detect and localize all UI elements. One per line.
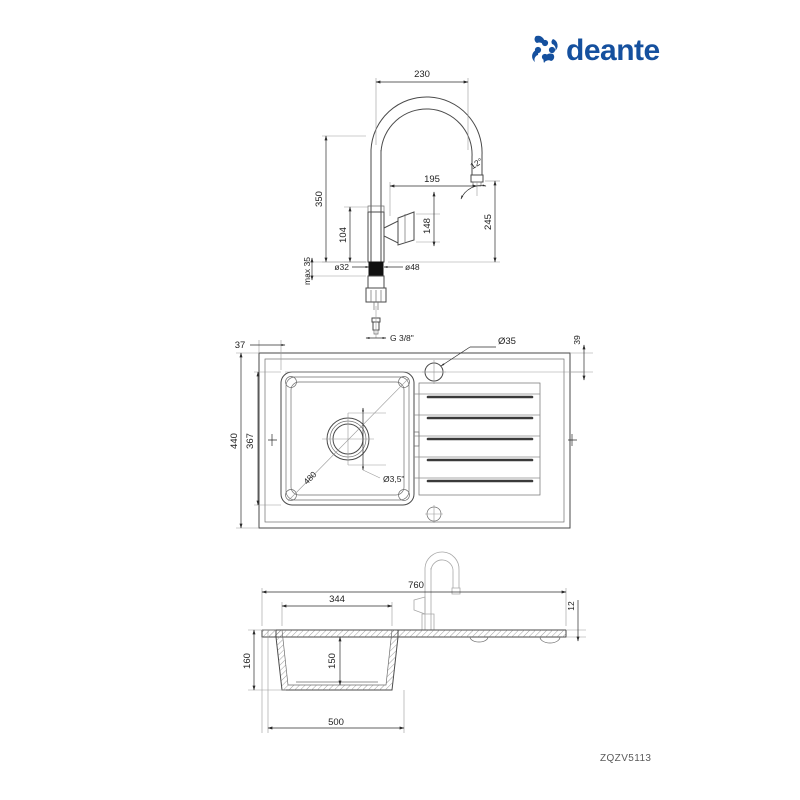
dim-195-label: 195 <box>424 174 440 185</box>
dim-160-label: 160 <box>242 653 253 669</box>
dim-12: 12 <box>566 600 586 642</box>
dim-d35-inch-label: Ø3,5" <box>383 474 404 484</box>
overflow-hole <box>425 505 443 523</box>
dim-230: 230 <box>375 69 469 150</box>
dim-12-label: 12 <box>566 601 576 611</box>
sink-bowl-top <box>280 371 415 506</box>
sink-section-view: 760 344 500 160 <box>242 551 586 733</box>
dim-148: 148 <box>416 191 440 247</box>
deante-pinwheel-icon <box>532 35 558 63</box>
leader-d35-inch: Ø3,5" <box>348 407 404 484</box>
dim-245-label: 245 <box>483 214 494 230</box>
dim-500-label: 500 <box>328 717 344 728</box>
dim-104-label: 104 <box>338 227 349 243</box>
sink-bowl-section <box>275 629 399 691</box>
dim-344: 344 <box>281 594 393 626</box>
drainer-board <box>414 382 541 496</box>
dim-160: 160 <box>242 629 286 691</box>
dim-350-label: 350 <box>314 191 325 207</box>
drainer-section-detail <box>469 636 561 644</box>
dim-760: 760 <box>261 580 567 626</box>
cabinet-reference-lines <box>261 630 405 733</box>
dim-max35: max 35 <box>302 257 366 285</box>
dim-d32: ø32 <box>334 262 370 272</box>
dim-37-label: 37 <box>235 340 246 351</box>
dim-d32-label: ø32 <box>334 262 349 272</box>
dim-367-label: 367 <box>245 433 256 449</box>
dim-760-label: 760 <box>408 580 424 591</box>
brand-wordmark: deante <box>566 34 660 67</box>
dim-440-label: 440 <box>229 433 240 449</box>
dim-148-label: 148 <box>422 218 433 234</box>
dim-245: 245 <box>388 180 500 263</box>
dim-440: 440 <box>229 352 259 529</box>
dim-104: 104 <box>338 206 368 263</box>
product-code: ZQZV5113 <box>600 753 651 764</box>
faucet-body-outline <box>367 96 484 263</box>
dim-39-label: 39 <box>572 335 582 345</box>
dim-d48: ø48 <box>383 262 420 272</box>
faucet-front-view: 230 350 195 245 <box>302 69 500 343</box>
dim-367: 367 <box>245 371 577 506</box>
dim-37: 37 <box>235 340 286 370</box>
dim-angle-12: 12° <box>460 156 487 200</box>
dim-g38-label: G 3/8" <box>390 333 414 343</box>
faucet-mounting-assembly <box>365 261 387 338</box>
dim-g38: G 3/8" <box>365 333 414 343</box>
dim-150: 150 <box>327 636 342 686</box>
dim-195: 195 <box>389 174 478 216</box>
dim-230-label: 230 <box>414 69 430 80</box>
dim-480-label: 480 <box>301 469 318 486</box>
dim-max35-label: max 35 <box>302 257 312 285</box>
dim-500: 500 <box>267 717 405 730</box>
sink-rim-profile <box>261 629 567 638</box>
dim-d35-label: Ø35 <box>498 336 516 347</box>
dim-344-label: 344 <box>329 594 345 605</box>
sink-top-view: 480 37 440 367 <box>229 335 593 529</box>
leader-d35: Ø35 <box>440 336 516 367</box>
faucet-ghost-side <box>413 551 461 631</box>
dim-150-label: 150 <box>327 653 338 669</box>
drain-outlet <box>322 413 374 465</box>
dim-39: 39 <box>570 335 593 381</box>
dim-d48-label: ø48 <box>405 262 420 272</box>
